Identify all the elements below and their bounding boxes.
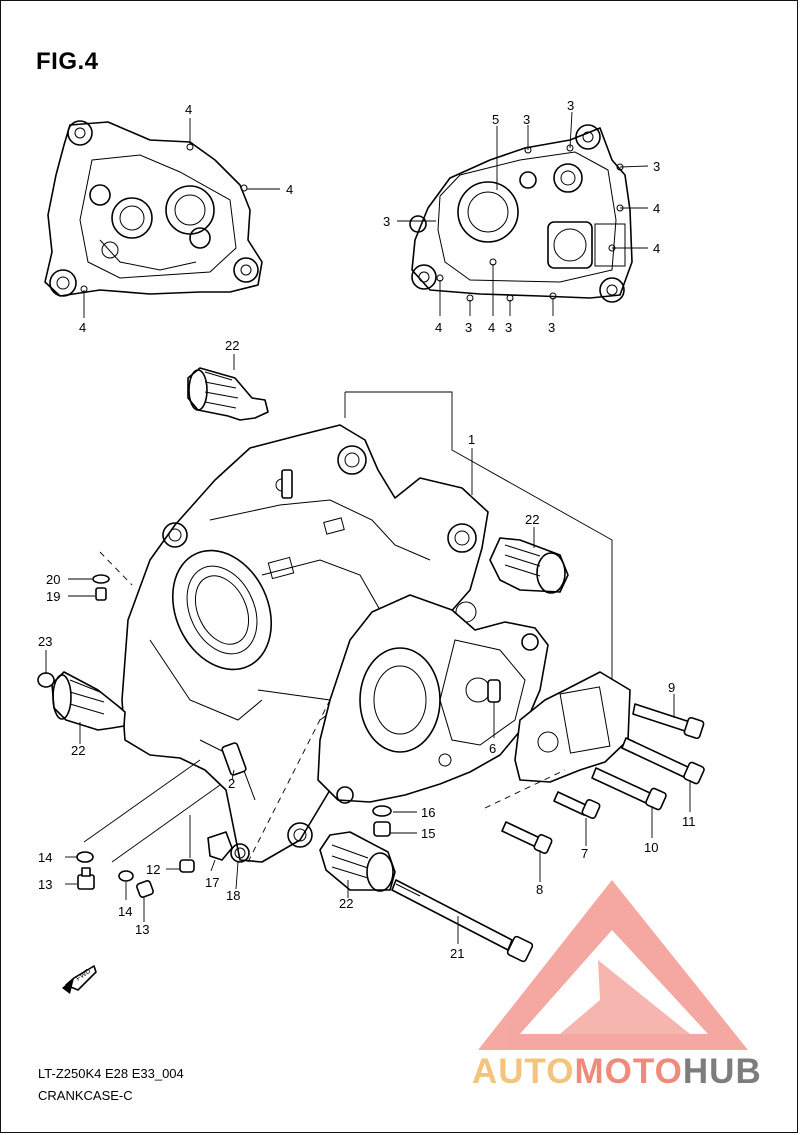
oil-pump-cover [514,671,631,783]
watermark-logo: AUTOMOTOHUB [472,1052,762,1092]
crankcase-assembly [121,424,549,863]
washer-20 [92,574,110,584]
callout-22-left: 22 [71,743,85,758]
leader-lines [45,354,691,944]
callout-22-lower: 22 [339,896,353,911]
callout-4-right-b: 4 [653,241,660,256]
callout-2: 2 [228,776,235,791]
callout-22-right: 22 [525,512,539,527]
callout-4-bottom-a: 4 [435,320,442,335]
callout-16: 16 [421,805,435,820]
callout-3-right: 3 [653,159,660,174]
bearing-upper [187,367,269,421]
callout-22-upper: 22 [225,338,239,353]
crankcase-left-half-view [44,118,280,318]
figure-title: FIG.4 [36,48,99,75]
callout-3-bottom-b: 3 [505,320,512,335]
washer-14-lower [118,870,134,882]
callout-21: 21 [450,946,464,961]
cap-17 [207,831,233,861]
plug-23 [37,672,55,688]
forward-direction-badge: FWD [62,965,97,994]
bolt-10 [591,767,667,811]
callout-19: 19 [46,589,60,604]
callout-23: 23 [38,634,52,649]
crankcase-right-half-view [397,111,649,316]
bolt-19 [95,587,107,601]
callout-14-left: 14 [38,850,52,865]
callout-7: 7 [581,846,588,861]
callout-4-left-right: 4 [286,182,293,197]
bearing-lower [319,831,396,892]
callout-18: 18 [226,888,240,903]
diagram-code: LT-Z250K4 E28 E33_004 [38,1066,184,1081]
bolt-11 [621,737,705,785]
callout-3-bottom-a: 3 [465,320,472,335]
callout-11: 11 [682,814,696,829]
callout-3-top-b: 3 [567,98,574,113]
callout-13-left: 13 [38,877,52,892]
callout-labels: 4 4 4 5 3 3 3 4 4 3 4 3 4 3 3 22 1 22 20… [38,98,696,961]
callout-6: 6 [489,741,496,756]
bolt-8 [501,821,553,854]
bearing-left [51,671,126,731]
watermark-moto: MOTO [574,1052,683,1091]
callout-13-lower: 13 [135,922,149,937]
callout-4-bottom-b: 4 [488,320,495,335]
dowel-12 [179,859,195,873]
callout-9: 9 [668,680,675,695]
callout-4-left-bottom: 4 [79,320,86,335]
bearing-right [489,537,569,594]
washer-16 [372,805,392,817]
callout-4-top-left: 4 [185,102,192,117]
watermark-auto: AUTO [472,1052,575,1091]
callout-8: 8 [536,882,543,897]
watermark-triangle [478,880,748,1050]
watermark-hub: HUB [682,1052,762,1091]
callout-15: 15 [421,826,435,841]
washer-14-upper [76,851,94,863]
callout-10: 10 [644,840,658,855]
callout-17: 17 [205,875,219,890]
callout-3-top-a: 3 [523,112,530,127]
callout-20: 20 [46,572,60,587]
callout-5: 5 [492,112,499,127]
callout-4-right-a: 4 [653,201,660,216]
callout-14-lower: 14 [118,904,132,919]
callout-12: 12 [146,862,160,877]
bolt-9 [632,703,705,740]
bolt-13-upper [77,867,95,890]
oring-18 [230,843,250,863]
bolt-7 [553,791,601,819]
callout-1: 1 [468,432,475,447]
bolt-13-lower [136,880,154,898]
callout-3-left: 3 [383,214,390,229]
diagram-name: CRANKCASE-C [38,1088,133,1103]
plug-15 [373,821,391,837]
callout-3-bottom-c: 3 [548,320,555,335]
bolt-21 [391,879,534,963]
